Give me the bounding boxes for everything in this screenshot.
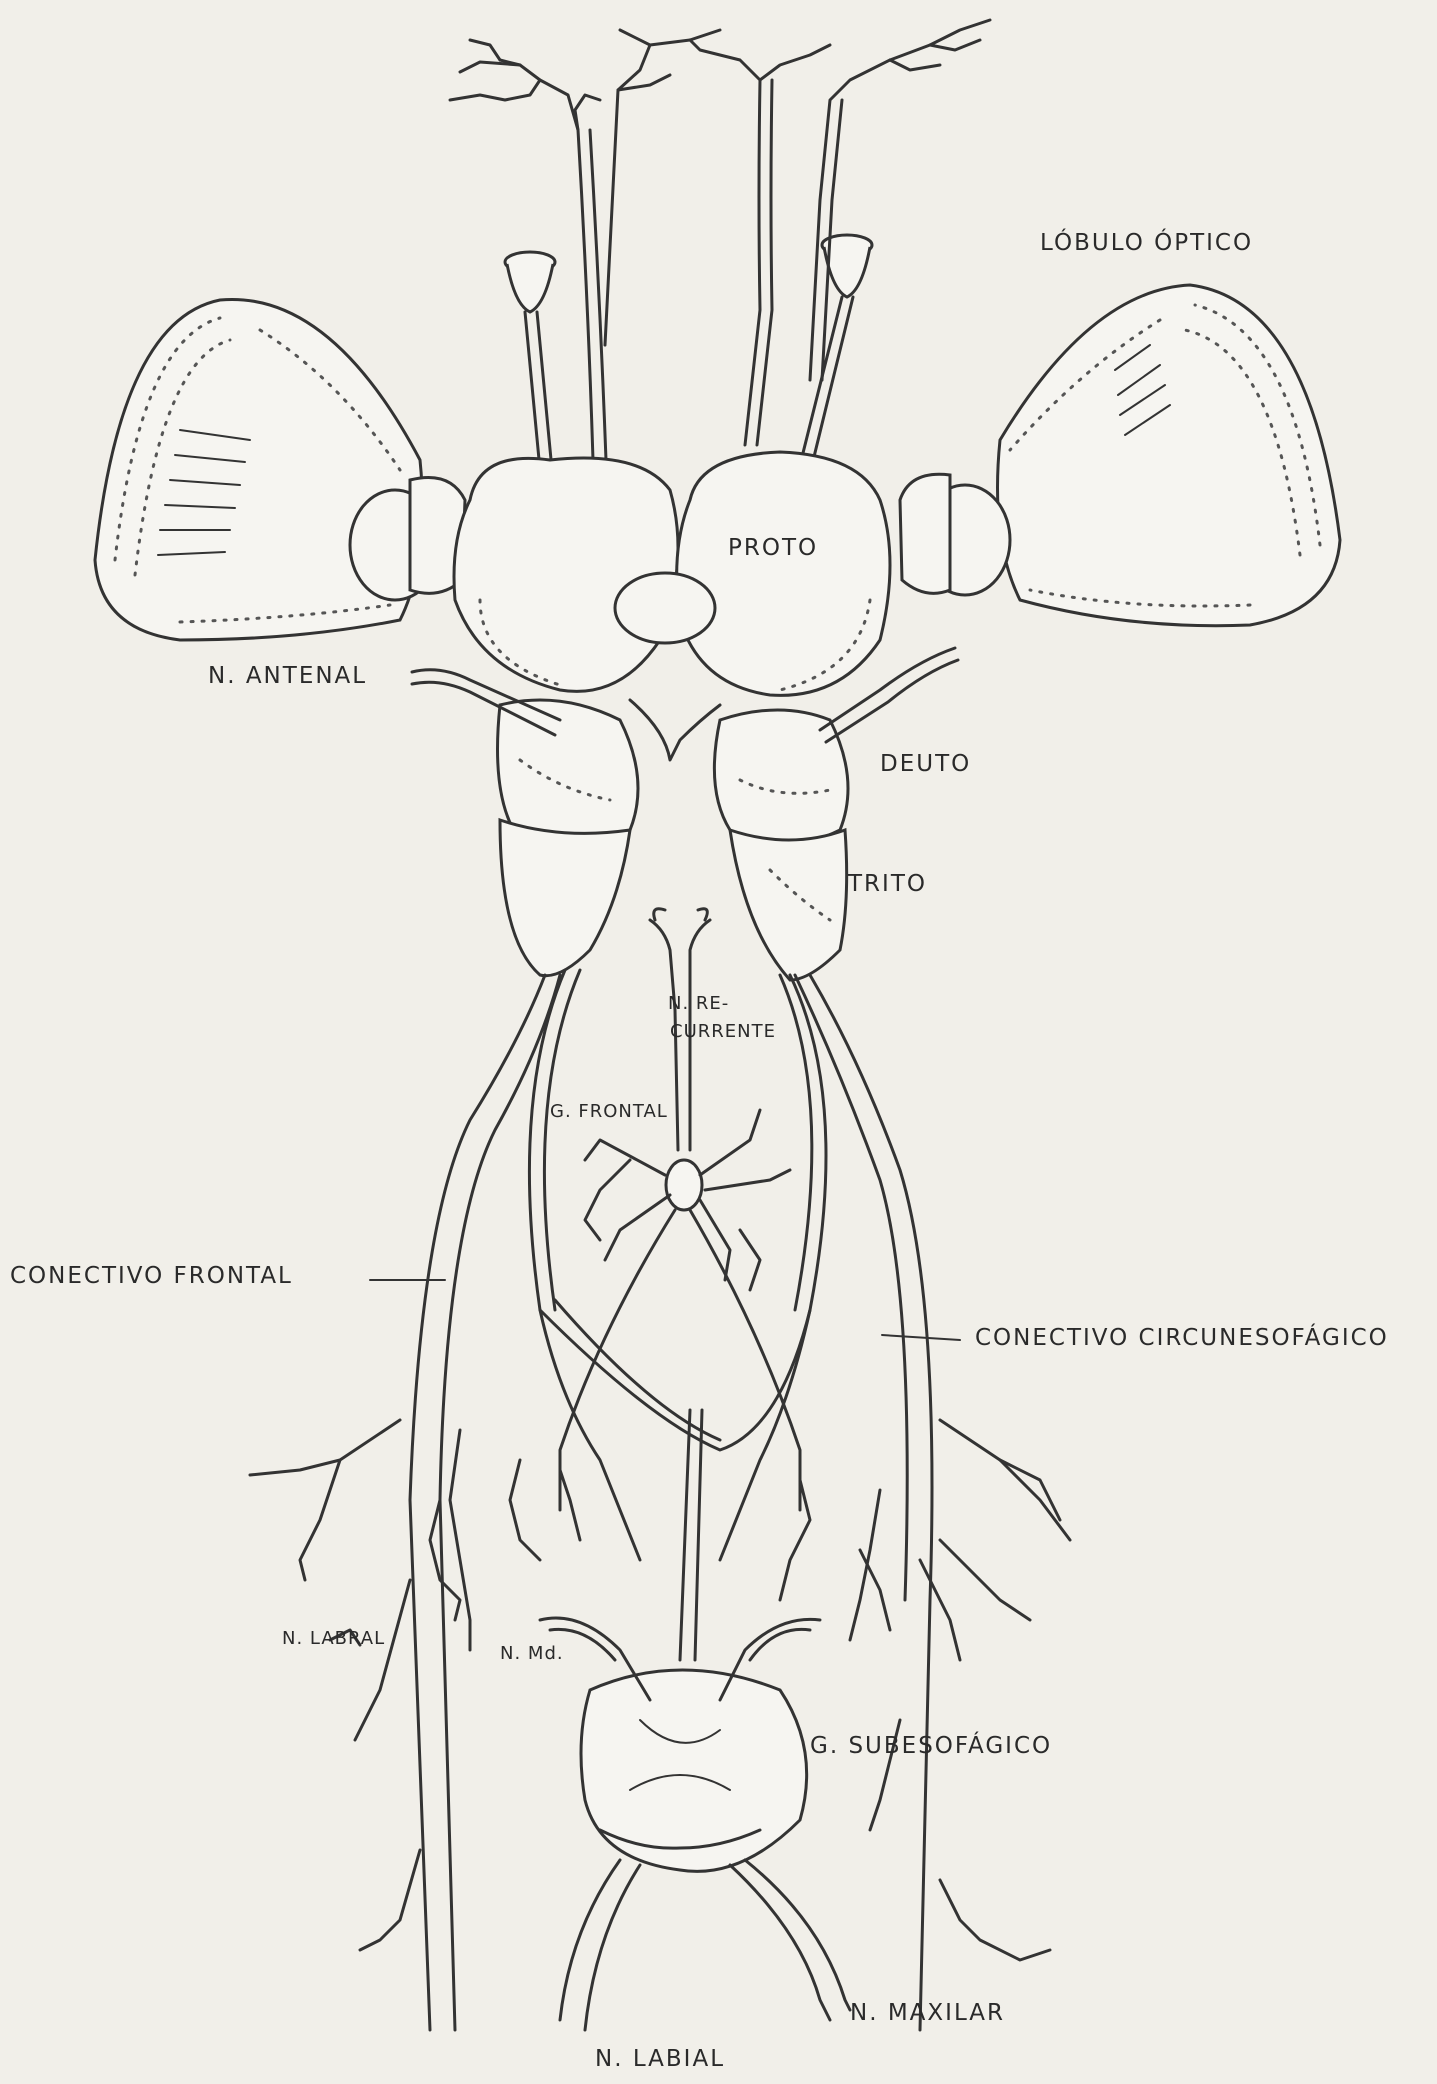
label-g-frontal: G. FRONTAL bbox=[550, 1103, 668, 1121]
left-ocellus bbox=[505, 252, 555, 470]
label-proto: PROTO bbox=[728, 537, 818, 560]
label-n-re: N. RE- bbox=[668, 995, 729, 1013]
label-n-labial: N. LABIAL bbox=[595, 2048, 725, 2071]
label-conectivo-frontal: CONECTIVO FRONTAL bbox=[10, 1265, 293, 1288]
label-n-labral: N. LABRAL bbox=[282, 1630, 385, 1648]
label-leader-lines bbox=[370, 1280, 960, 1340]
label-g-subesofagico: G. SUBESOFÁGICO bbox=[810, 1735, 1052, 1758]
label-deuto: DEUTO bbox=[880, 753, 971, 776]
deuto-trito-cerebrum bbox=[498, 700, 849, 980]
left-optic-lobe bbox=[95, 299, 465, 640]
label-n-antenal: N. ANTENAL bbox=[208, 665, 367, 688]
label-conectivo-circunesofagico: CONECTIVO CIRCUNESOFÁGICO bbox=[975, 1327, 1389, 1350]
label-n-maxilar: N. MAXILAR bbox=[850, 2002, 1005, 2025]
label-trito: TRITO bbox=[848, 873, 927, 896]
connectives bbox=[410, 970, 932, 2030]
label-n-md: N. Md. bbox=[500, 1645, 564, 1663]
label-currente: CURRENTE bbox=[670, 1023, 776, 1041]
antennal-nerves bbox=[412, 648, 958, 742]
right-optic-lobe bbox=[900, 285, 1340, 626]
protocerebrum bbox=[454, 452, 890, 695]
recurrent-nerve-frontal-ganglion bbox=[585, 909, 790, 1290]
top-dendritic-nerves bbox=[450, 20, 990, 460]
subesophageal-ganglion bbox=[581, 1410, 807, 1871]
label-lobulo-optico: LÓBULO ÓPTICO bbox=[1040, 232, 1253, 255]
